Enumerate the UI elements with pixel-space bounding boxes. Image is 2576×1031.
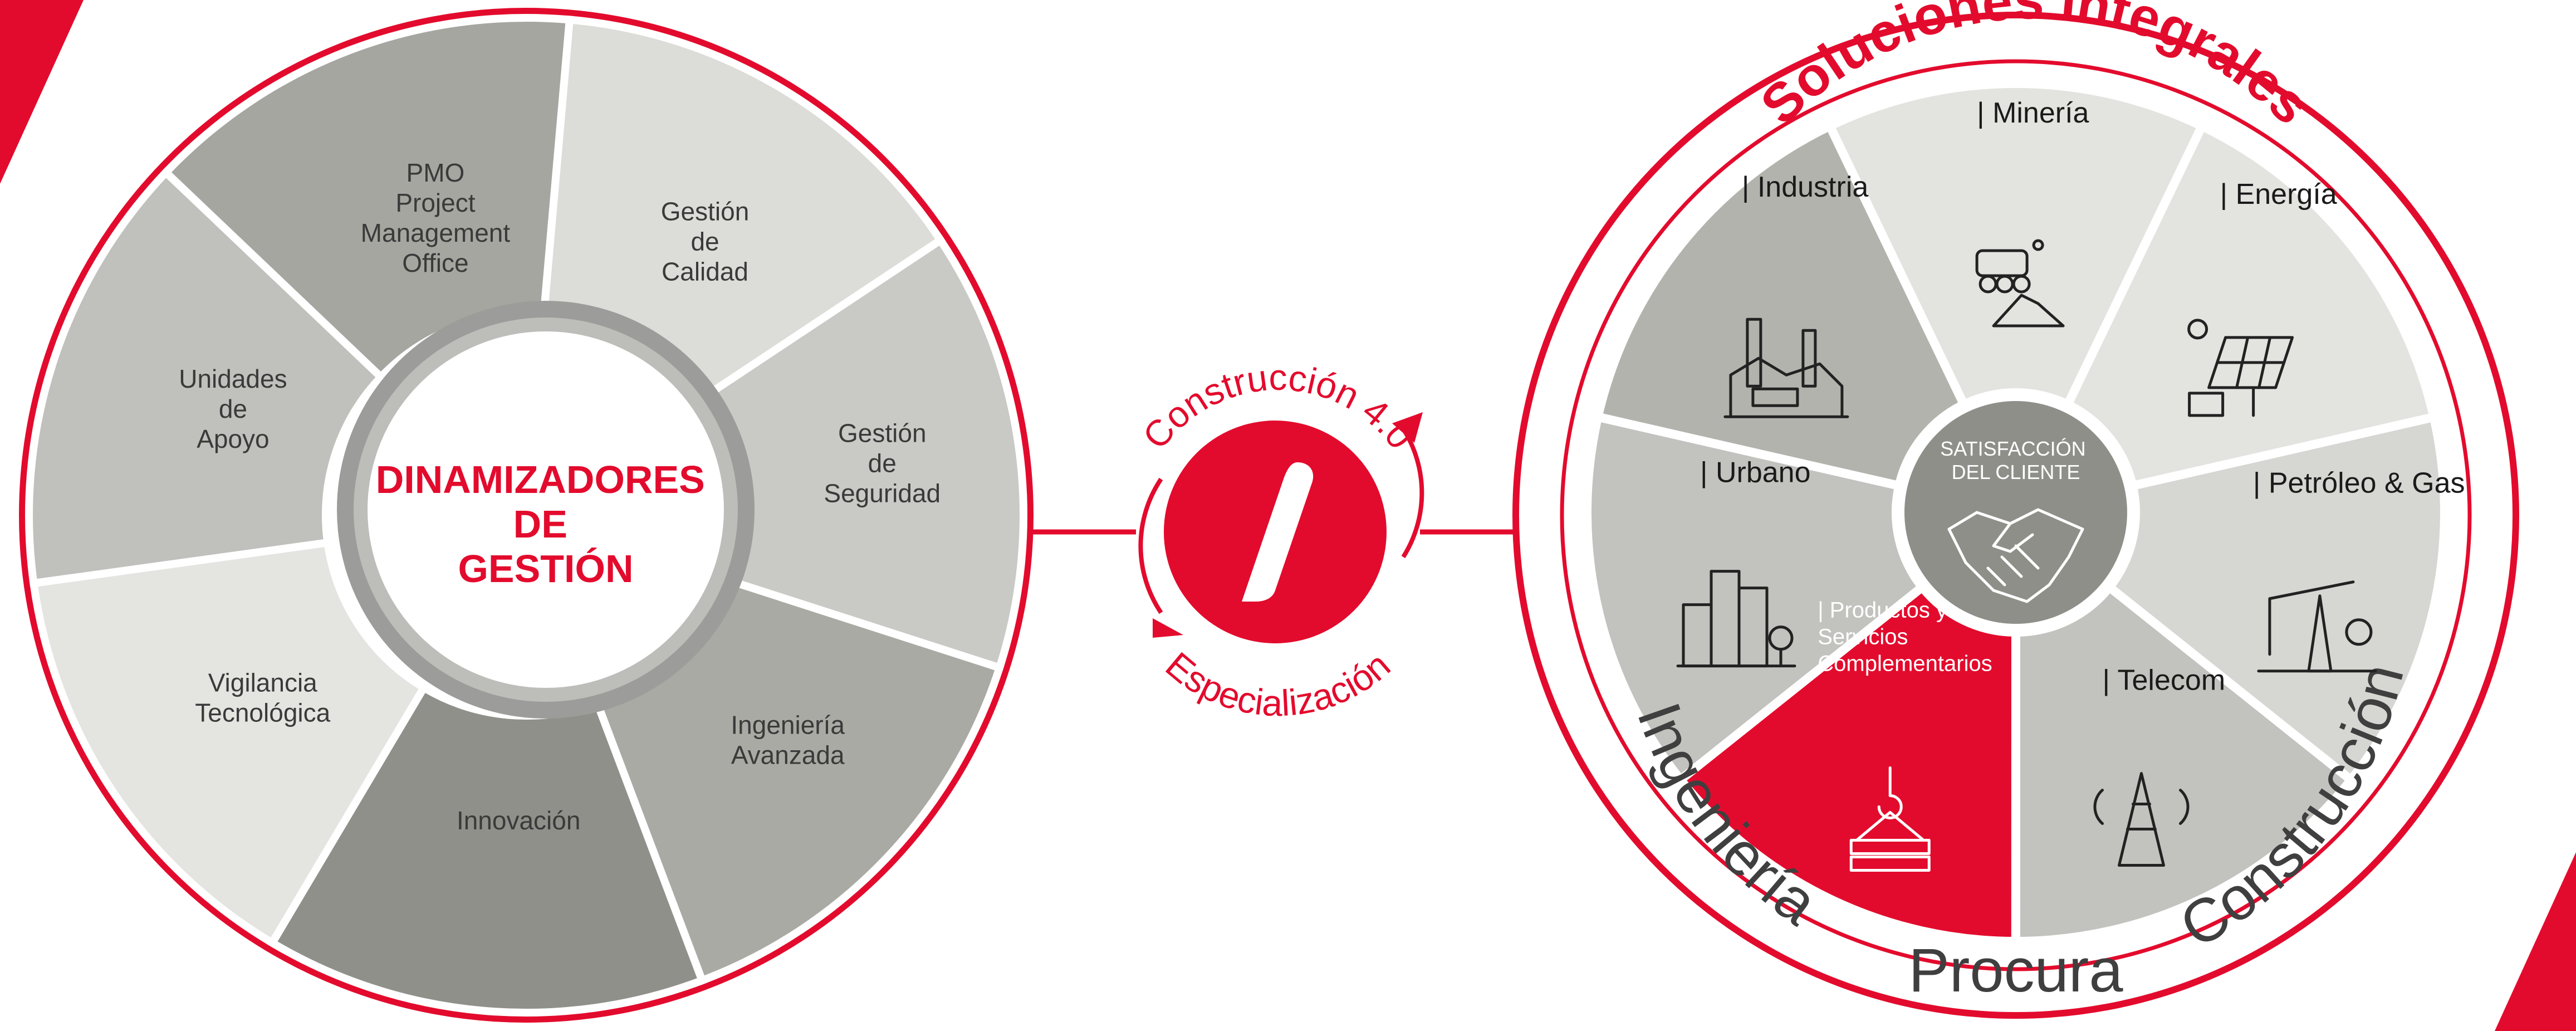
sector-label-solar-panel: | Energía (2220, 178, 2337, 211)
sector-factory (1592, 120, 1970, 491)
hub-line-2: DEL CLIENTE (1952, 461, 2080, 483)
cycle-arrow-bottom (1138, 477, 1163, 614)
segment-unidades-de-apoyo (25, 167, 387, 588)
sector-crane-hook (1674, 580, 2020, 946)
cycle-arrowhead-top (1392, 412, 1423, 443)
arc-text-especializacion: Especialización (1158, 644, 1398, 724)
segment-label-line: Office (402, 248, 468, 277)
right-wheel: SATISFACCIÓN DEL CLIENTE Soluciones Inte… (1512, 0, 2519, 1019)
segment-label-line: Project (395, 188, 475, 217)
sector-label-line: | Minería (1977, 97, 2089, 129)
sector-label-telecom-tower: | Telecom (2103, 664, 2226, 697)
segment-label-line: Vigilancia (208, 668, 317, 697)
segment-label-line: Management (361, 218, 511, 247)
mining-icon (1975, 239, 2065, 328)
logo-slash-icon (1242, 462, 1314, 602)
right-hub (1899, 395, 2133, 629)
ring-word-procura: Procura (1908, 936, 2123, 1005)
sector-label-line: | Petróleo & Gas (2253, 467, 2465, 500)
segment-label-line: Gestión (838, 419, 927, 448)
left-wheel-segments (25, 14, 1027, 1017)
right-wheel-segments (1583, 79, 2449, 946)
corner-accent-bottom-right (2495, 852, 2576, 1031)
corner-accent-top-left (0, 0, 84, 184)
center-logo-group: Construcción 4.0 Especialización (1134, 356, 1424, 724)
sector-label-line: | Urbano (1700, 457, 1811, 489)
crane-hook-icon (1849, 766, 1931, 872)
solar-panel-icon (2187, 319, 2294, 417)
right-wheel-labels: | Minería | Energía | Petróleo & Gas | Tele… (1676, 97, 2465, 872)
sector-label-mining: | Minería (1977, 97, 2089, 129)
segment-label-line: Ingeniería (731, 711, 845, 740)
sector-label-line: Servicios (1818, 624, 1908, 649)
sector-label-city-buildings: | Urbano (1700, 457, 1811, 489)
sector-solar-panel (2061, 120, 2440, 491)
sector-label-factory: | Industria (1742, 171, 1868, 203)
left-hub (368, 331, 724, 688)
segment-label-line: Calidad (662, 257, 748, 286)
segment-label-line: Tecnológica (195, 698, 330, 727)
segment-vigilancia-tecnologica (29, 538, 429, 949)
sector-label-line: | Productos y (1818, 598, 1947, 622)
segment-label-line: de (219, 394, 247, 423)
segment-label-innovacion: Innovación (457, 806, 581, 835)
oil-pump-icon (2257, 580, 2377, 673)
sector-label-line: | Energía (2220, 178, 2337, 211)
sector-label-line: | Industria (1742, 171, 1868, 203)
city-buildings-icon (1676, 570, 1796, 668)
cycle-arrowhead-bottom (1153, 618, 1183, 638)
sector-label-oil-pump: | Petróleo & Gas (2253, 467, 2465, 500)
segment-label-line: Innovación (457, 806, 581, 835)
factory-icon (1723, 317, 1849, 418)
sector-label-line: | Telecom (2103, 664, 2226, 697)
segment-label-line: Avanzada (731, 741, 845, 770)
right-wheel-inner-ring (1560, 59, 2472, 971)
left-hub-title: DINAMIZADORES DE GESTIÓN (376, 458, 716, 590)
left-hub-title-line-3: GESTIÓN (458, 547, 633, 590)
segment-label-line: PMO (407, 158, 465, 187)
segment-label-line: Seguridad (824, 479, 941, 508)
left-hub-title-line-2: DE (513, 502, 567, 546)
segment-label-line: Gestión (661, 197, 750, 226)
left-hub-title-line-1: DINAMIZADORES (376, 458, 705, 501)
segment-label-line: Apoyo (197, 424, 269, 453)
telecom-tower-icon (2093, 772, 2190, 867)
handshake-icon (1947, 508, 2084, 603)
segment-label-line: Unidades (179, 364, 287, 393)
hub-line-1: SATISFACCIÓN (1940, 437, 2085, 460)
segment-label-line: de (868, 449, 897, 478)
right-hub-title: SATISFACCIÓN DEL CLIENTE (1940, 437, 2091, 483)
sector-telecom-tower (2011, 580, 2358, 946)
sector-label-line: Complementarios (1818, 651, 1992, 676)
sector-mining (1824, 79, 2208, 411)
cycle-arrow-top (1401, 427, 1424, 559)
segment-label-line: de (690, 227, 719, 256)
sector-city-buildings (1583, 411, 1929, 786)
